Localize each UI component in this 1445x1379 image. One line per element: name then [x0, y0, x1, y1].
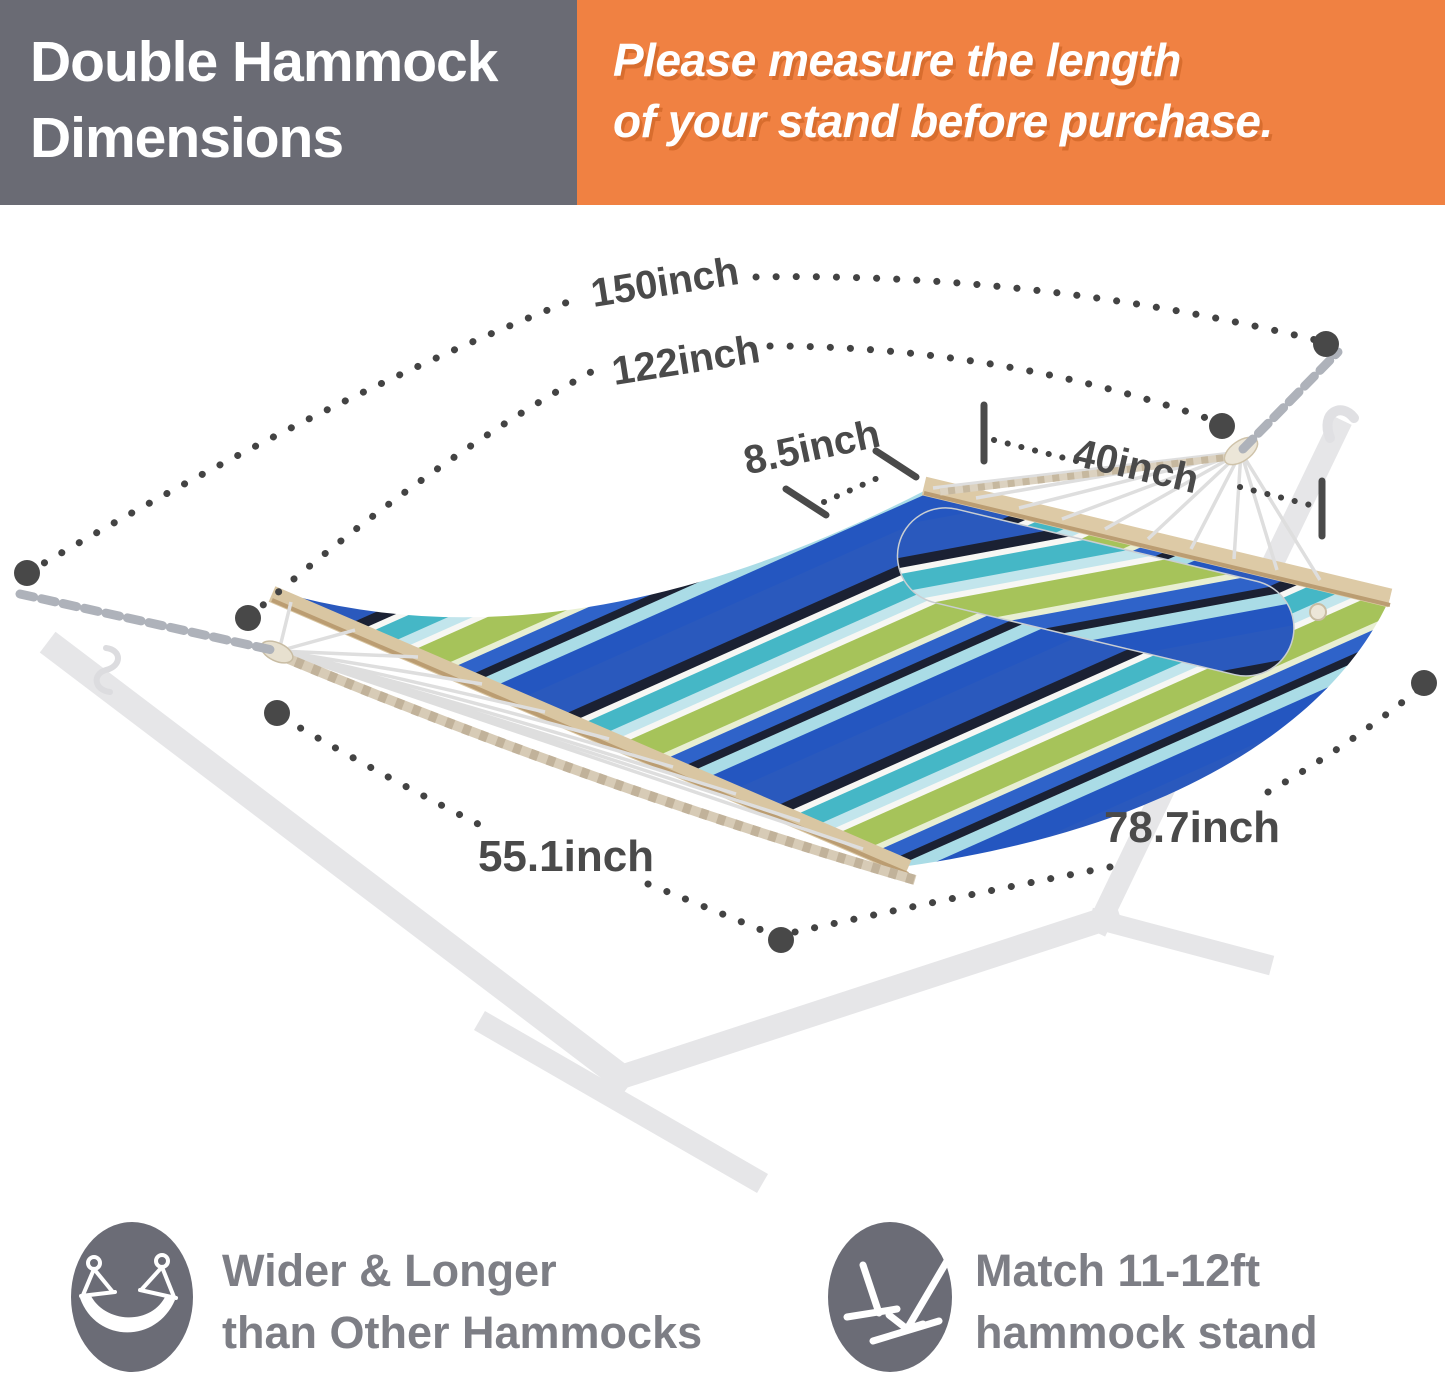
title-line-2: Dimensions	[30, 106, 344, 170]
dimension-bed-length: 78.7inch	[1103, 803, 1281, 852]
feature-1-line-1: Wider & Longer	[222, 1245, 557, 1296]
notice-line-2: of your stand before purchase.	[613, 95, 1273, 147]
dimension-bed-width: 55.1inch	[477, 832, 655, 881]
feature-2-line-2: hammock stand	[975, 1307, 1318, 1358]
arc-122inch	[244, 363, 604, 622]
measurement-lines	[14, 273, 1437, 953]
feature-1-line-2: than Other Hammocks	[222, 1307, 703, 1358]
notice-block: Please measure the length of your stand …	[577, 0, 1445, 205]
feature-1-text: Wider & Longer than Other Hammocks	[222, 1240, 702, 1364]
arc-end-dots	[14, 331, 1437, 953]
feature-2-text: Match 11-12ft hammock stand	[975, 1240, 1318, 1364]
left-chain	[15, 589, 277, 655]
tick-8-5-left	[782, 485, 830, 519]
right-spreader-bar	[921, 476, 1393, 608]
right-chain	[1238, 347, 1343, 454]
title-block: Double Hammock Dimensions	[0, 0, 577, 205]
pillow-tie	[1309, 603, 1327, 621]
tick-8-5-right	[872, 447, 920, 481]
hammock-stand-icon	[828, 1222, 952, 1372]
notice-line-1: Please measure the length	[613, 34, 1181, 86]
double-hammock-icon	[71, 1222, 193, 1372]
arc-55inch	[279, 714, 494, 834]
arc-78inch	[791, 862, 1119, 936]
hammock	[15, 347, 1393, 885]
left-string-fan	[277, 601, 864, 851]
arc-150inch	[23, 294, 582, 577]
title-line-1: Double Hammock	[30, 30, 498, 94]
feature-2-line-1: Match 11-12ft	[975, 1245, 1261, 1296]
hammock-pillow	[896, 507, 1295, 677]
left-spreader-bar	[268, 586, 912, 876]
